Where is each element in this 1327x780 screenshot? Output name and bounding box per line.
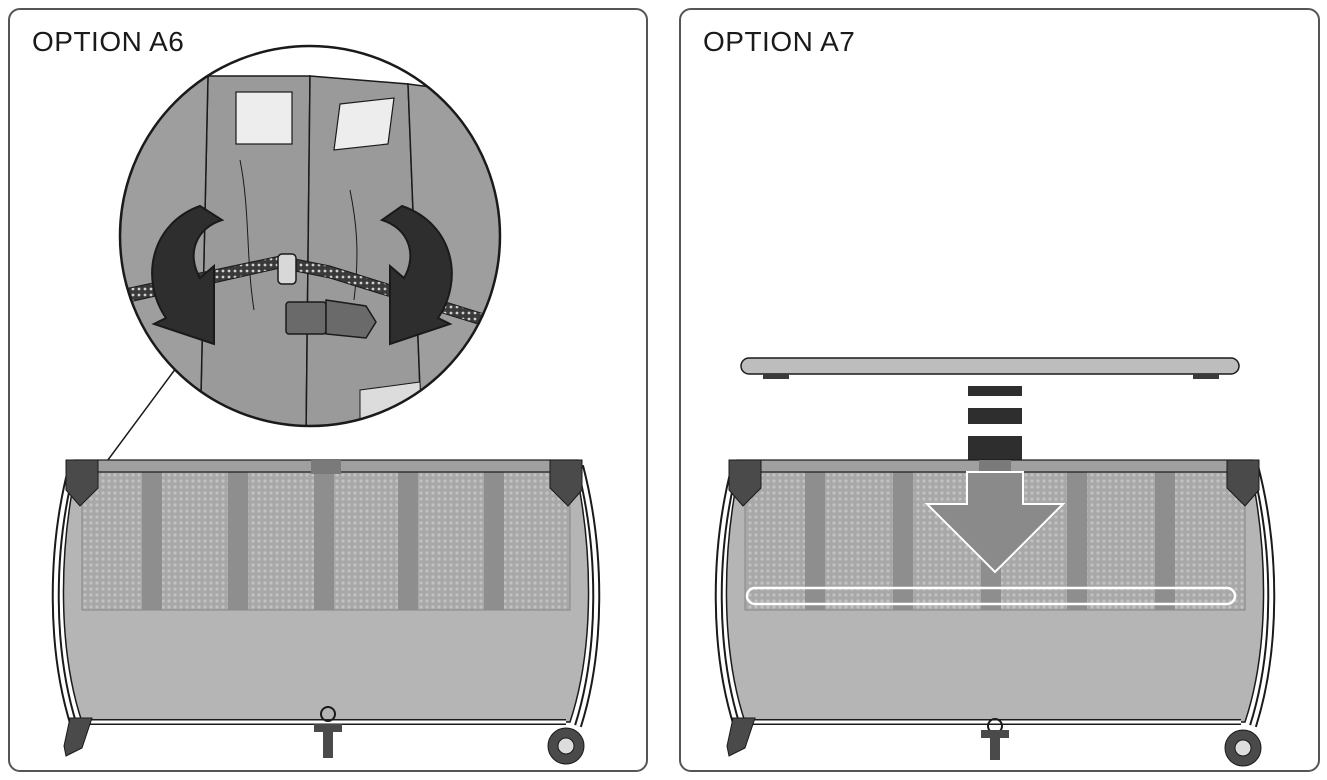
magnifier-closeup [118, 44, 502, 428]
mattress-board [740, 357, 1240, 379]
down-arrow [968, 386, 1022, 464]
callout-leader-line [101, 359, 183, 469]
corner-left [728, 459, 762, 507]
option-a7-panel: OPTION A7 [679, 8, 1320, 772]
option-a6-title: OPTION A6 [32, 26, 185, 57]
center-foot [990, 736, 1000, 760]
corner-left [65, 459, 99, 507]
option-a7-illustration [714, 357, 1276, 767]
mattress-placement-outline [745, 586, 1237, 606]
center-foot [323, 730, 333, 758]
option-a7-title: OPTION A7 [703, 26, 856, 57]
left-foot [726, 717, 756, 757]
left-foot [63, 717, 93, 757]
playard-crib [714, 459, 1276, 767]
option-a6-panel: OPTION A6 [8, 8, 648, 772]
option-a6-illustration [51, 44, 601, 765]
playard-crib [51, 459, 601, 765]
fold-arrow-right [379, 204, 453, 346]
insert-arrow [924, 471, 1066, 574]
corner-right [1226, 459, 1260, 507]
fold-arrow-left [151, 204, 225, 346]
crib-top-center-lock [311, 460, 341, 474]
corner-right [549, 459, 583, 507]
